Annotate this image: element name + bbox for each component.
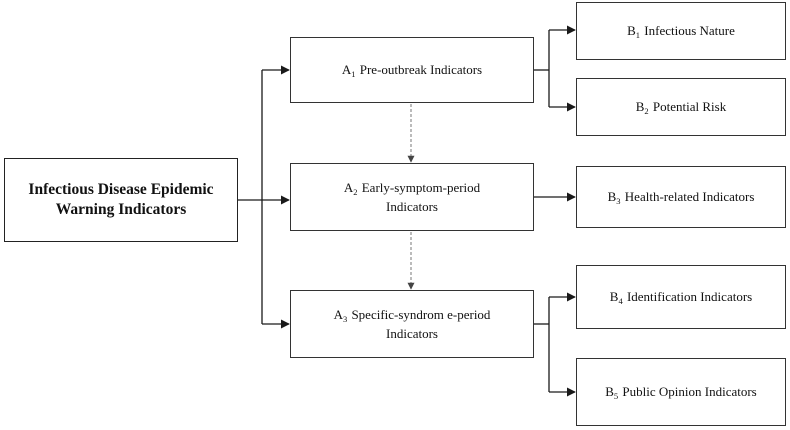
node-b4-text: Identification Indicators <box>626 288 753 304</box>
node-b2: B2 Potential Risk <box>576 78 786 136</box>
root-node-label: Infectious Disease Epidemic Warning Indi… <box>28 180 213 220</box>
node-b5-label: B5 Public Opinion Indicators <box>605 383 757 402</box>
node-b4-label: B4 Identification Indicators <box>610 288 752 307</box>
node-b1-letter: B <box>627 22 636 38</box>
node-b2-letter: B <box>635 98 645 114</box>
node-b3-subscript: 3 <box>616 195 621 206</box>
node-a3: A3 Specific-syndrom e-period Indicators <box>290 290 534 358</box>
node-a3-letter: A <box>333 307 343 322</box>
node-a2-text-line2: Indicators <box>386 199 438 214</box>
root-node: Infectious Disease Epidemic Warning Indi… <box>4 158 238 242</box>
node-a3-label: A3 Specific-syndrom e-period Indicators <box>334 306 491 342</box>
node-b5-letter: B <box>605 383 614 399</box>
node-b1-label: B1 Infectious Nature <box>627 22 735 41</box>
node-b4-letter: B <box>609 288 619 304</box>
node-a3-subscript: 3 <box>342 314 348 324</box>
node-b4: B4 Identification Indicators <box>576 265 786 329</box>
node-b4-subscript: 4 <box>618 295 623 306</box>
node-a2: A2 Early-symptom-period Indicators <box>290 163 534 231</box>
node-a1-text: Pre-outbreak Indicators <box>359 61 483 77</box>
node-a3-text-line1: Specific-syndrom e-period <box>351 307 491 322</box>
node-a2-subscript: 2 <box>353 187 358 197</box>
node-b2-label: B2 Potential Risk <box>636 98 726 117</box>
node-b5-text: Public Opinion Indicators <box>622 383 757 399</box>
node-a2-label: A2 Early-symptom-period Indicators <box>344 179 480 215</box>
node-b3: B3 Health-related Indicators <box>576 166 786 228</box>
node-a2-letter: A <box>343 180 354 195</box>
node-a1: A1 Pre-outbreak Indicators <box>290 37 534 103</box>
node-b3-letter: B <box>607 188 617 204</box>
node-a2-text-line1: Early-symptom-period <box>361 180 481 195</box>
node-b5: B5 Public Opinion Indicators <box>576 358 786 426</box>
node-b2-subscript: 2 <box>644 105 649 116</box>
node-b3-label: B3 Health-related Indicators <box>608 188 755 207</box>
node-a1-letter: A <box>341 61 352 77</box>
node-b1-text: Infectious Nature <box>644 22 735 38</box>
node-b2-text: Potential Risk <box>652 98 727 114</box>
node-b1: B1 Infectious Nature <box>576 2 786 60</box>
node-a3-text-line2: Indicators <box>386 326 438 341</box>
node-a1-subscript: 1 <box>351 68 356 79</box>
node-b1-subscript: 1 <box>635 29 641 40</box>
root-title-line1: Infectious Disease Epidemic <box>28 181 214 198</box>
node-b5-subscript: 5 <box>613 390 619 401</box>
node-a1-label: A1 Pre-outbreak Indicators <box>342 61 482 80</box>
node-b3-text: Health-related Indicators <box>624 188 755 204</box>
root-title-line2: Warning Indicators <box>55 201 187 218</box>
